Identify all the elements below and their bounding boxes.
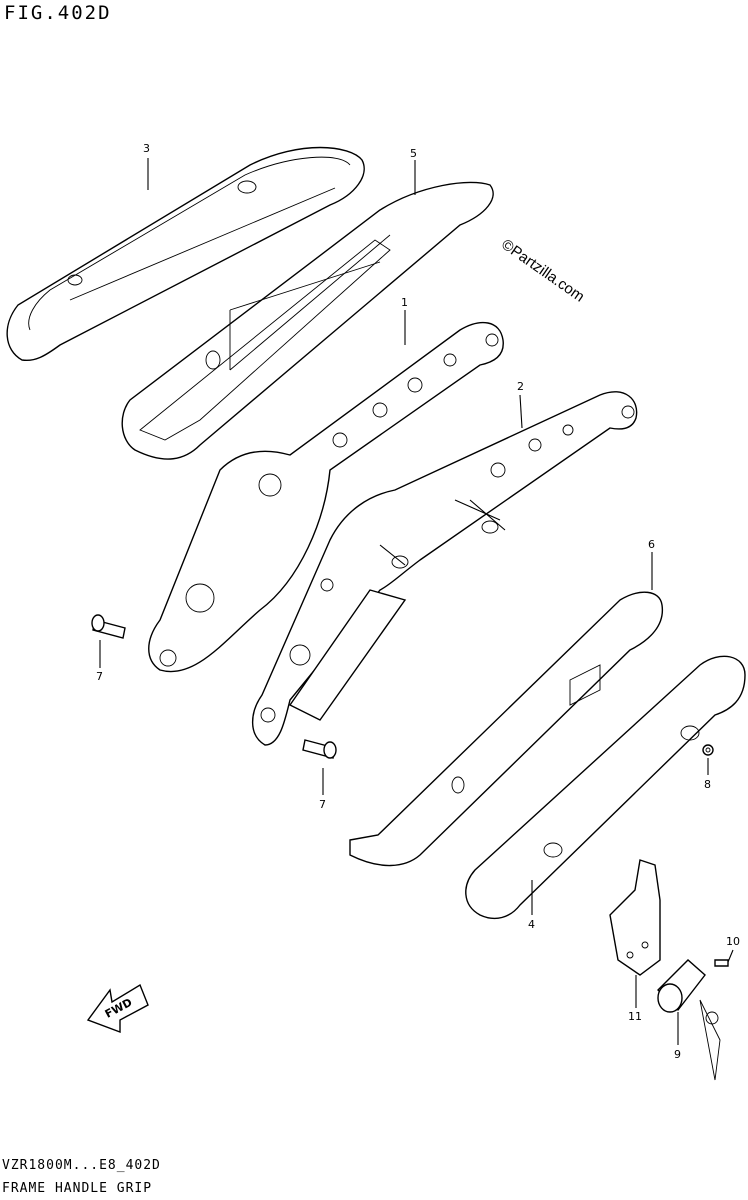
leader-lines [99,158,734,1045]
callout-2: 2 [517,380,524,393]
callout-11: 11 [628,1010,642,1023]
part-4-cover [465,655,746,920]
callout-6: 6 [648,538,655,551]
figure-title: FIG.402D [4,2,112,24]
diagram-code: VZR1800M...E8_402D [2,1158,161,1173]
callout-5: 5 [410,147,417,160]
callout-8: 8 [704,778,711,791]
callout-7-lower: 7 [319,798,326,811]
callout-1: 1 [401,296,408,309]
part-3-cover [6,146,365,362]
part-9-lock [657,959,721,1081]
part-11-bracket [609,859,661,976]
callout-4: 4 [528,918,535,931]
callout-9: 9 [674,1048,681,1061]
part-10-screw [714,959,729,967]
part-6-grip [349,591,664,867]
part-5-grip [121,181,494,460]
diagram-name: FRAME HANDLE GRIP [2,1181,153,1196]
part-7-bolt-lower [302,739,337,759]
part-7-bolt-upper [91,614,126,639]
callout-3: 3 [143,142,150,155]
part-1-frame [148,321,504,673]
callout-7-upper: 7 [96,670,103,683]
fwd-arrow: FWD [86,983,149,1034]
part-8-washer [702,744,714,756]
part-2-frame [251,391,638,746]
callout-10: 10 [726,935,740,948]
